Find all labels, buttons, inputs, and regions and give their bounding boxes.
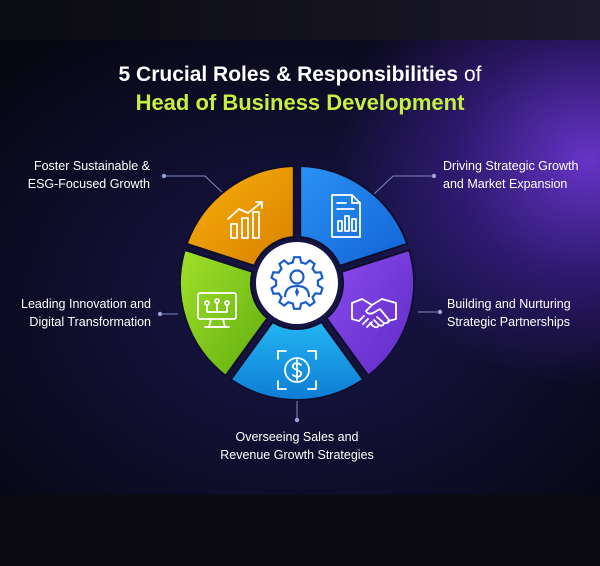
connector-lines bbox=[160, 175, 440, 420]
title-line-2: Head of Business Development bbox=[135, 90, 465, 115]
handshake-icon bbox=[351, 298, 397, 329]
growth-chart-icon bbox=[227, 201, 263, 239]
title-line-1: 5 Crucial Roles & Responsibilities of bbox=[118, 63, 482, 86]
top-bar bbox=[0, 0, 600, 40]
segment-strategic-growth bbox=[299, 165, 409, 267]
connector-dot bbox=[161, 173, 167, 179]
connector-dot bbox=[157, 311, 163, 317]
connector-dot bbox=[437, 309, 443, 315]
role-label-sustainable-growth: Foster Sustainable &ESG-Focused Growth bbox=[27, 159, 150, 191]
gear-person-icon bbox=[270, 256, 324, 310]
segment-sustainable-growth bbox=[185, 165, 295, 267]
connector-orange bbox=[164, 175, 227, 197]
connector-blue bbox=[371, 175, 434, 197]
connector-dot bbox=[431, 173, 437, 179]
digital-monitor-icon bbox=[197, 292, 237, 328]
connector-dot bbox=[294, 417, 300, 423]
bottom-bar bbox=[0, 495, 600, 566]
dollar-target-icon bbox=[277, 350, 317, 390]
report-document-icon bbox=[331, 194, 361, 238]
